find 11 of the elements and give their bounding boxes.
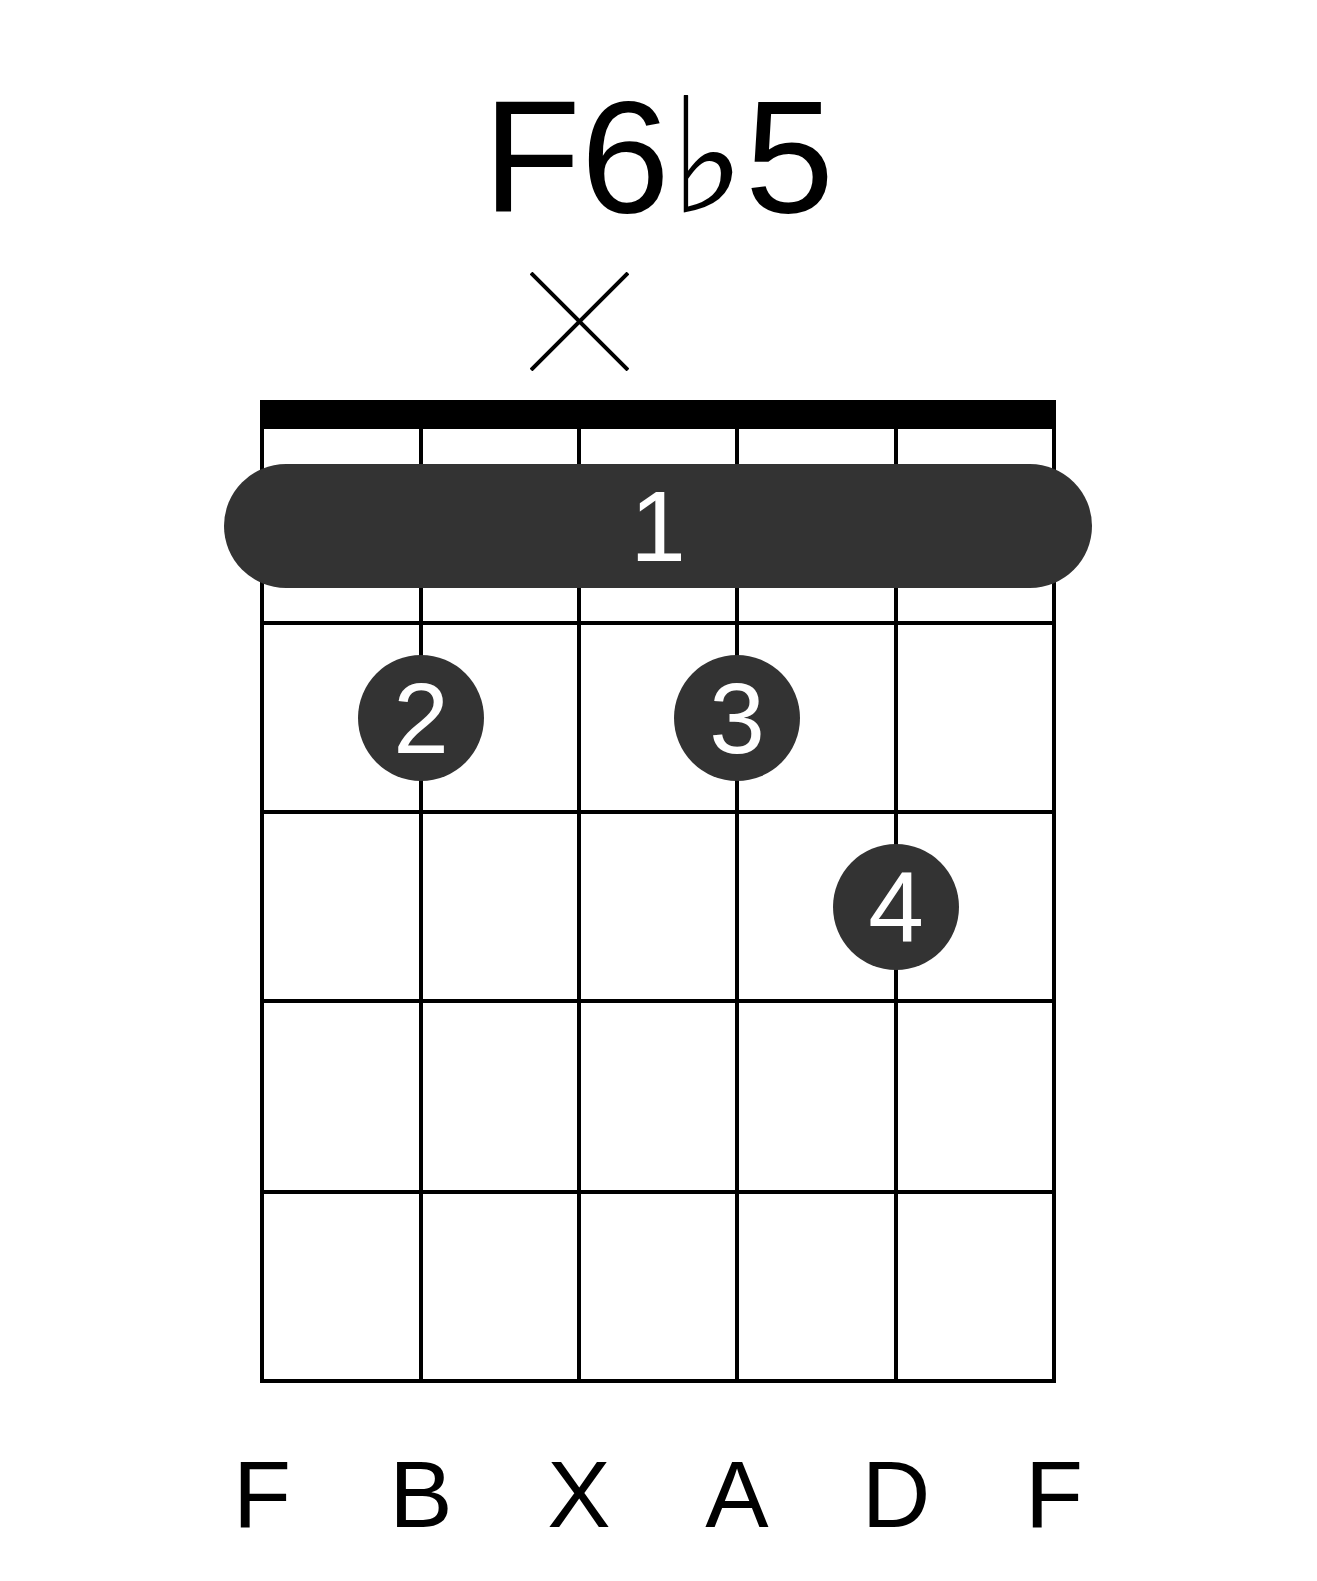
string-name: X bbox=[547, 1447, 611, 1542]
finger-number: 4 bbox=[868, 856, 924, 957]
string-name: F bbox=[233, 1447, 291, 1542]
finger-number: 2 bbox=[393, 667, 449, 768]
chord-title: F6♭5 bbox=[482, 77, 835, 237]
string-name: B bbox=[389, 1447, 453, 1542]
string-name: D bbox=[861, 1447, 931, 1542]
finger-number: 3 bbox=[709, 667, 765, 768]
finger-number: 1 bbox=[630, 476, 686, 576]
string-name: F bbox=[1025, 1447, 1083, 1542]
string-name: A bbox=[705, 1447, 769, 1542]
